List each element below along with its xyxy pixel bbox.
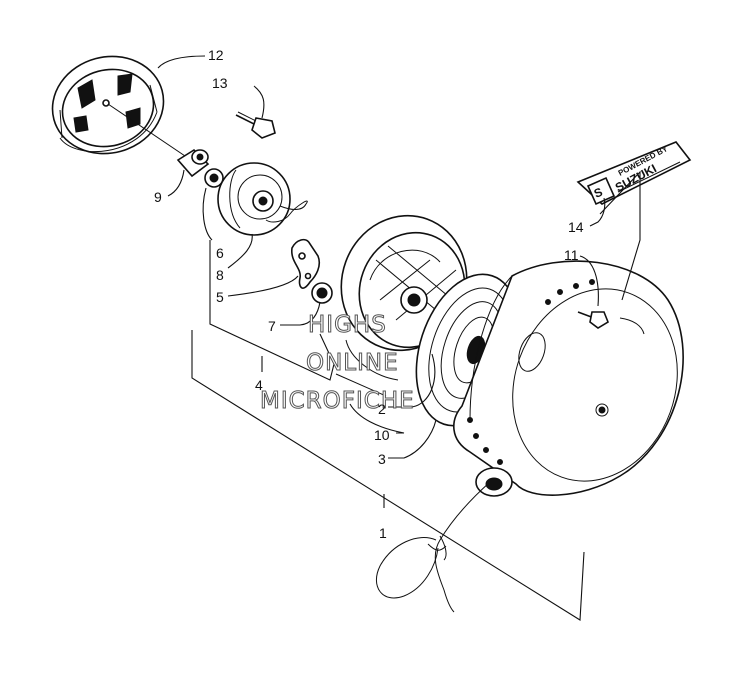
washer-part xyxy=(204,168,224,188)
callout-11: 11 xyxy=(564,247,579,263)
callout-labels: 12 13 9 6 8 5 7 4 2 10 3 1 14 11 xyxy=(154,47,584,541)
watermark-line-2: ONLINE xyxy=(306,350,399,376)
callout-14: 14 xyxy=(568,219,584,235)
screw-part xyxy=(577,311,609,329)
starter-rope xyxy=(335,373,491,613)
ratchet-plate-part xyxy=(217,162,308,236)
spacer-part xyxy=(176,148,210,178)
starter-cup-part xyxy=(51,55,165,155)
callout-8: 8 xyxy=(216,267,224,283)
callout-10: 10 xyxy=(374,427,390,443)
suzuki-decal-part: S POWERED BY SUZUKI xyxy=(576,141,692,206)
bolt-part xyxy=(235,111,276,139)
ratchet-pawl-part xyxy=(291,238,321,289)
watermark-line-1: HIGHS xyxy=(308,312,387,338)
callout-1: 1 xyxy=(379,525,387,541)
watermark-line-3: MICROFICHE xyxy=(260,388,415,414)
callout-7: 7 xyxy=(268,318,276,334)
callout-9: 9 xyxy=(154,189,162,205)
watermark: HIGHS ONLINE MICROFICHE xyxy=(260,312,415,415)
callout-2: 2 xyxy=(378,401,386,417)
callout-3: 3 xyxy=(378,451,386,467)
callout-5: 5 xyxy=(216,289,224,305)
callout-12: 12 xyxy=(208,47,224,63)
callout-13: 13 xyxy=(212,75,228,91)
bushing-part xyxy=(311,282,333,304)
callout-6: 6 xyxy=(216,245,224,261)
leader-lines xyxy=(157,55,641,621)
callout-4: 4 xyxy=(255,377,263,393)
starter-housing-part xyxy=(453,260,684,497)
